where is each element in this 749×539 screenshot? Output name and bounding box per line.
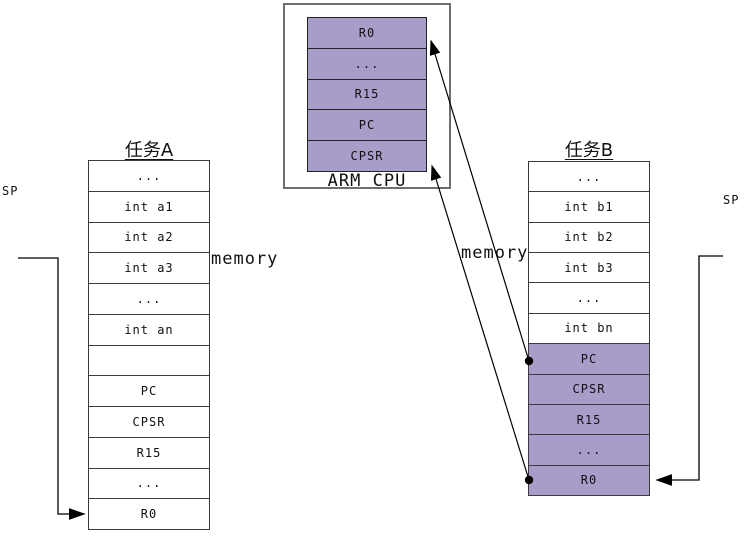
task-a-stack-cell: int a2 xyxy=(89,223,209,254)
task-b-stack: ... int b1 int b2 int b3 ... int bn PC C… xyxy=(528,161,650,496)
task-b-stack-cell: CPSR xyxy=(529,374,649,405)
sp-label-right: SP xyxy=(723,193,740,207)
task-a-stack-cell: PC xyxy=(89,376,209,407)
memory-label-right: memory xyxy=(461,243,529,263)
cpu-register-cell: R0 xyxy=(308,18,426,49)
sp-label-left: SP xyxy=(2,184,19,198)
task-b-stack-cell: int b3 xyxy=(529,253,649,284)
task-b-stack-cell: PC xyxy=(529,344,649,375)
task-a-stack-cell: ... xyxy=(89,161,209,192)
sp-arrow-right xyxy=(655,255,723,486)
task-b-stack-cell: R0 xyxy=(529,465,649,495)
task-a-stack-cell: CPSR xyxy=(89,407,209,438)
task-a-stack-cell: int a1 xyxy=(89,192,209,223)
task-b-stack-cell: int b2 xyxy=(529,223,649,254)
restore-line-r0-to-cpu xyxy=(430,164,530,481)
cpu-register-cell: PC xyxy=(308,110,426,142)
cpu-register-cell: ... xyxy=(308,48,426,80)
task-b-stack-cell: R15 xyxy=(529,404,649,436)
task-b-stack-cell: ... xyxy=(529,435,649,466)
arm-cpu-label: ARM CPU xyxy=(327,171,407,191)
cpu-register-cell: CPSR xyxy=(308,141,426,171)
task-a-stack-cell: ... xyxy=(89,284,209,315)
task-a-stack-cell: ... xyxy=(89,469,209,500)
sp-arrow-left xyxy=(18,257,86,520)
task-a-stack: ... int a1 int a2 int a3 ... int an PC C… xyxy=(88,160,210,530)
task-a-stack-cell: R15 xyxy=(89,438,209,469)
task-a-stack-cell xyxy=(89,346,209,377)
task-b-title: 任务B xyxy=(564,140,614,161)
task-b-stack-cell: int b1 xyxy=(529,192,649,223)
task-a-stack-cell: int an xyxy=(89,315,209,346)
task-b-stack-cell: int bn xyxy=(529,314,649,345)
cpu-register-stack: R0 ... R15 PC CPSR xyxy=(307,17,427,172)
task-b-stack-cell: ... xyxy=(529,283,649,314)
task-a-stack-cell: R0 xyxy=(140,507,158,522)
memory-label-left: memory xyxy=(211,249,279,269)
task-a-stack-cell: int a3 xyxy=(89,253,209,284)
cpu-register-cell: R15 xyxy=(308,79,426,111)
task-b-stack-cell: ... xyxy=(529,162,649,193)
task-a-title: 任务A xyxy=(124,140,174,161)
